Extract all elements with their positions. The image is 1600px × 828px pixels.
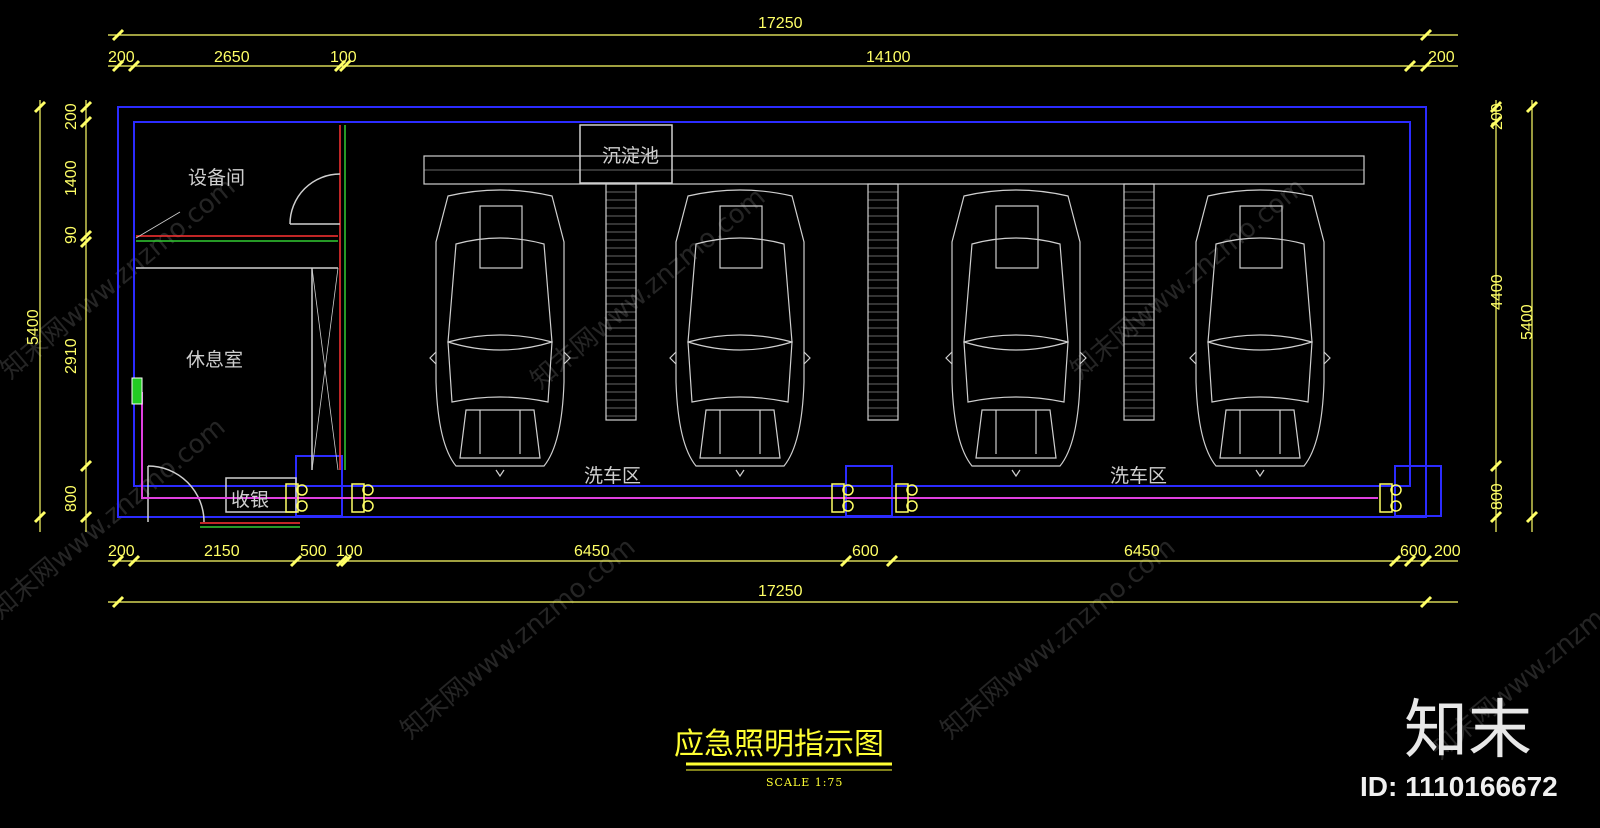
dim-bottom-3: 500 — [300, 543, 327, 560]
dim-right-overall: 5400 — [1519, 304, 1536, 340]
emergency-circuit — [141, 392, 1378, 499]
watermark-text: 知末网www.znzmo.com — [1065, 172, 1311, 385]
wash-equipment — [423, 155, 1365, 421]
drain-grate-3 — [1123, 183, 1155, 421]
equipment-room-label: 设备间 — [188, 167, 245, 189]
watermarks: 知末网www.znzmo.com 知末网www.znzmo.com 知末网www… — [0, 172, 1600, 765]
room-labels: 设备间 休息室 收银 沉淀池 洗车区 洗车区 — [186, 145, 1167, 511]
dim-right-2: 4400 — [1489, 274, 1506, 310]
dimension-lines — [33, 28, 1539, 609]
watermark-text: 知末网www.znzmo.com — [525, 182, 771, 395]
outer-wall — [117, 106, 1427, 518]
lounge-label: 休息室 — [186, 349, 243, 371]
dim-top-1: 200 — [108, 49, 135, 66]
dim-left-3: 90 — [63, 226, 80, 244]
wash-area-label: 洗车区 — [584, 465, 641, 487]
emergency-lamps — [285, 483, 1402, 513]
dim-left-4: 2910 — [63, 338, 80, 374]
drawing-title: 应急照明指示图 — [674, 727, 884, 762]
dim-left-2: 1400 — [63, 160, 80, 196]
emergency-lamp-icon — [351, 483, 374, 513]
dim-bottom-6: 600 — [852, 543, 879, 560]
dimension-text: 17250 200 2650 100 14100 200 200 2150 50… — [25, 15, 1536, 600]
brand-watermark: 知末 ID: 1110166672 — [1360, 694, 1558, 802]
dim-top-4: 14100 — [866, 49, 911, 66]
emergency-lamp-icon — [1379, 483, 1402, 513]
dim-left-5: 800 — [63, 485, 80, 512]
inner-wall — [133, 121, 1411, 487]
equipment-door — [289, 173, 341, 225]
dim-top-overall: 17250 — [758, 15, 803, 32]
exit-sign-icon — [131, 377, 143, 405]
column-3 — [1394, 465, 1442, 517]
dim-bottom-9: 200 — [1434, 543, 1461, 560]
cashier-label: 收银 — [231, 489, 269, 511]
drain-grate-2 — [867, 183, 899, 421]
dim-right-1: 200 — [1489, 103, 1506, 130]
dim-top-2: 2650 — [214, 49, 250, 66]
watermark-text: 知末网www.znzmo.com — [935, 532, 1181, 745]
emergency-lighting — [131, 377, 1402, 513]
emergency-lamp-icon — [831, 483, 854, 513]
watermark-text: 知末网www.znzmo.com — [0, 412, 231, 625]
car-outlines — [429, 189, 1331, 477]
dim-bottom-overall: 17250 — [758, 583, 803, 600]
car-3 — [945, 189, 1087, 477]
building-walls — [117, 106, 1442, 518]
sediment-tank-box — [579, 124, 673, 184]
car-1 — [429, 189, 571, 477]
emergency-lamp-icon — [895, 483, 918, 513]
dim-bottom-5: 6450 — [574, 543, 610, 560]
column-2 — [845, 465, 893, 517]
brand-logo: 知末 — [1404, 694, 1532, 768]
dim-bottom-7: 6450 — [1124, 543, 1160, 560]
dim-bottom-1: 200 — [108, 543, 135, 560]
dim-bottom-8: 600 — [1400, 543, 1427, 560]
cashier-door — [147, 465, 205, 523]
dim-left-1: 200 — [63, 103, 80, 130]
watermark-text: 知末网www.znzmo.com — [395, 532, 641, 745]
wash-area-label: 洗车区 — [1110, 465, 1167, 487]
drawing-title-block: 应急照明指示图 SCALE 1:75 — [674, 727, 892, 789]
sediment-tank-label: 沉淀池 — [602, 145, 659, 167]
dim-right-3: 800 — [1489, 483, 1506, 510]
drain-grate-1 — [605, 183, 637, 421]
drawing-scale: SCALE 1:75 — [766, 776, 843, 789]
dim-top-3: 100 — [330, 49, 357, 66]
image-id: ID: 1110166672 — [1360, 771, 1558, 802]
dim-left-overall: 5400 — [25, 309, 42, 345]
dim-bottom-2: 2150 — [204, 543, 240, 560]
dim-bottom-4: 100 — [336, 543, 363, 560]
dim-top-5: 200 — [1428, 49, 1455, 66]
partitions — [135, 125, 346, 528]
emergency-lamp-icon — [285, 483, 308, 513]
